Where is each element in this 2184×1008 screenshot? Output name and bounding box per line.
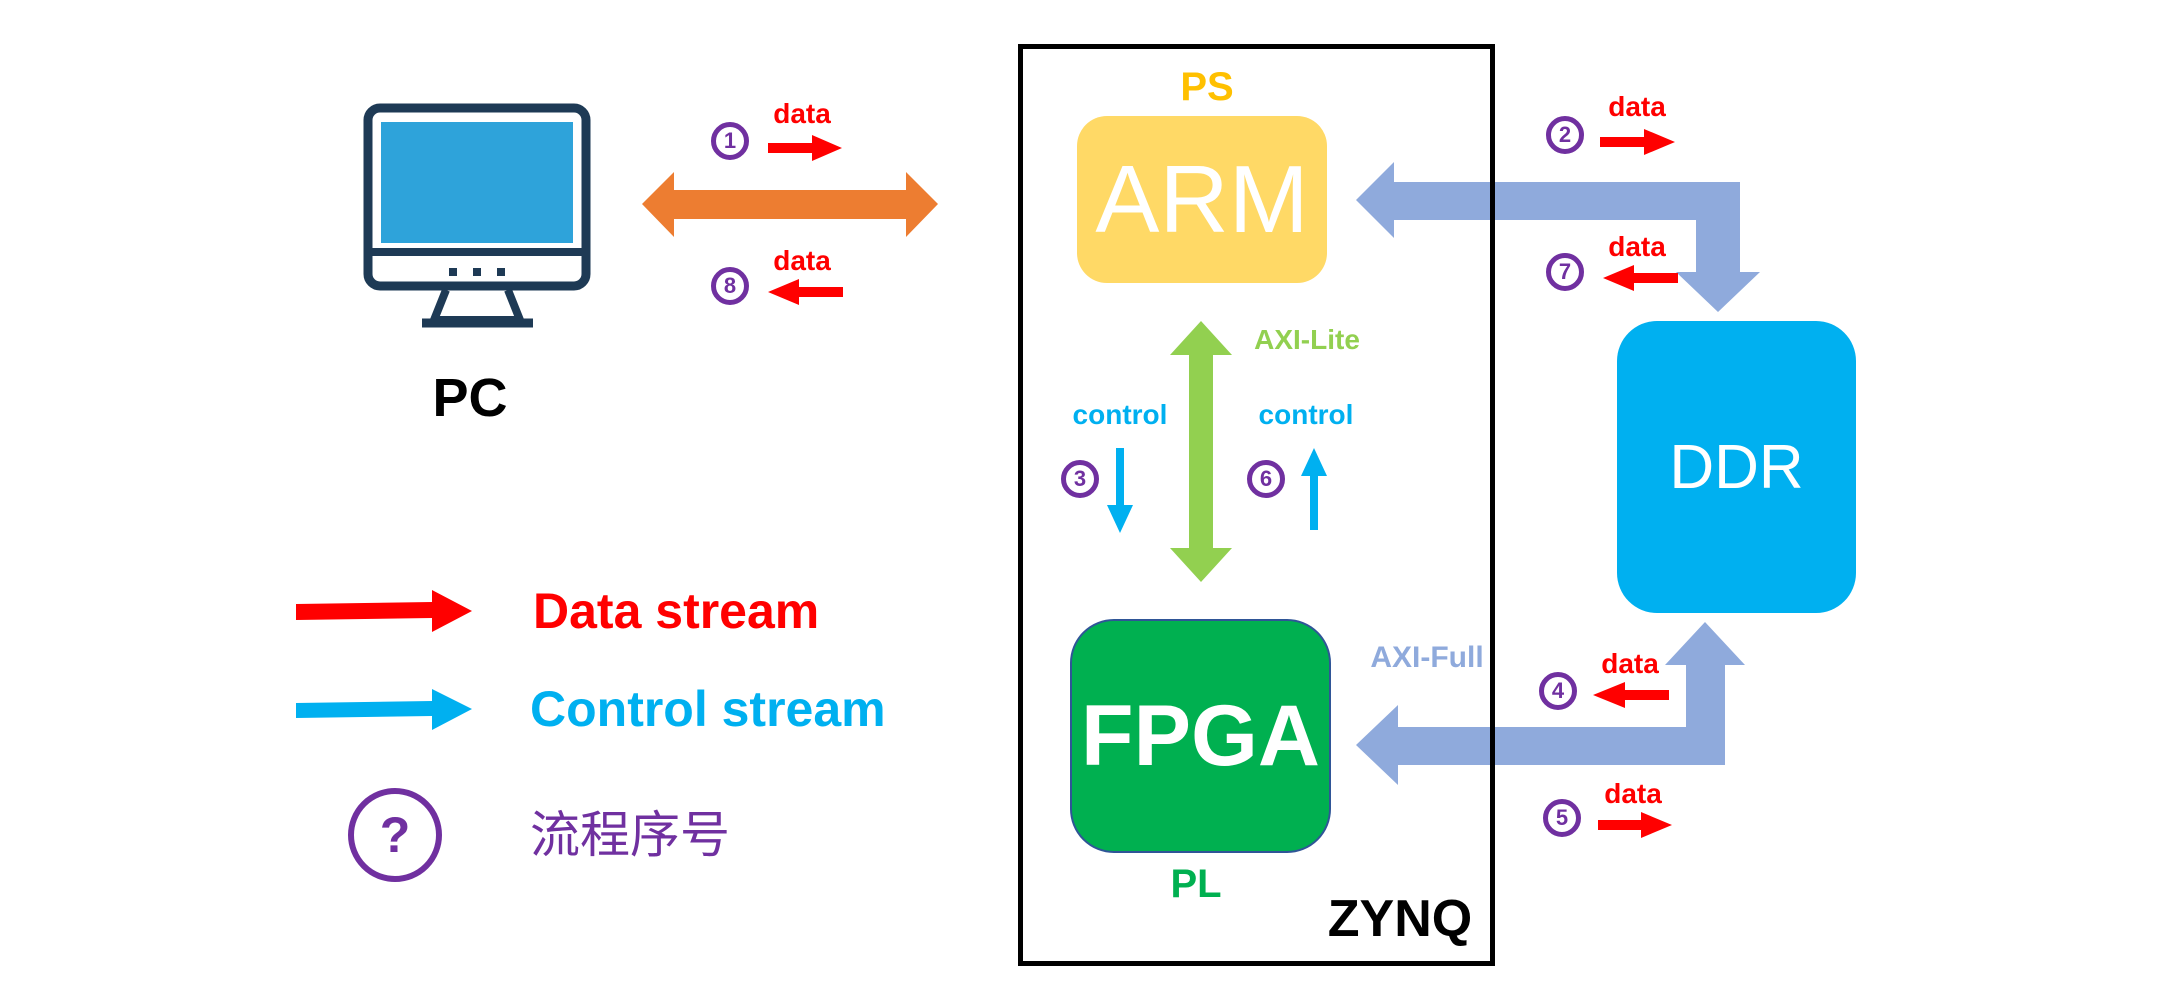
axi-full-bus-arrow xyxy=(1356,622,1745,785)
pc-label: PC xyxy=(432,368,508,428)
axi-lite-label: AXI-Lite xyxy=(1254,324,1360,355)
zynq-label: ZYNQ xyxy=(1327,890,1473,948)
legend-step-number-icon xyxy=(348,788,442,882)
ps-label: PS xyxy=(1180,65,1234,109)
step-8-badge: 8 xyxy=(711,267,749,305)
legend-data-stream-label: Data stream xyxy=(533,583,820,639)
step-4-data-arrow xyxy=(1593,682,1669,708)
pl-label: PL xyxy=(1170,862,1222,906)
legend-step-number-symbol: ? xyxy=(379,807,411,863)
step-2-data-arrow xyxy=(1600,129,1675,155)
step-8-label: data xyxy=(773,245,831,276)
desktop-monitor-icon xyxy=(363,103,591,328)
step-5-label: data xyxy=(1604,778,1662,809)
step-3-control-arrow xyxy=(1107,448,1133,533)
step-4-badge: 4 xyxy=(1539,672,1577,710)
arm-block: ARM xyxy=(1077,116,1327,283)
step-4-label: data xyxy=(1601,648,1659,679)
axi-lite-bus-arrow xyxy=(1170,321,1232,582)
legend-control-stream-label: Control stream xyxy=(530,681,886,737)
step-7-label: data xyxy=(1608,231,1666,262)
legend-control-stream-arrow xyxy=(296,689,472,730)
step-7-data-arrow xyxy=(1603,265,1678,291)
step-6-badge: 6 xyxy=(1247,460,1285,498)
zynq-frame xyxy=(1018,44,1495,966)
step-6-label: control xyxy=(1258,399,1354,430)
step-8-data-arrow xyxy=(768,279,843,305)
axi-full-label: AXI-Full xyxy=(1370,641,1484,674)
step-1-label: data xyxy=(773,98,831,129)
step-1-data-arrow xyxy=(768,135,842,161)
step-2-badge: 2 xyxy=(1546,116,1584,154)
legend-data-stream-arrow xyxy=(296,590,472,632)
step-7-badge: 7 xyxy=(1546,253,1584,291)
step-1-badge: 1 xyxy=(711,122,749,160)
arm-ddr-bus-arrow xyxy=(1356,162,1760,312)
step-5-data-arrow xyxy=(1598,812,1672,838)
fpga-block: FPGA xyxy=(1070,619,1331,853)
step-5-badge: 5 xyxy=(1543,799,1581,837)
step-2-label: data xyxy=(1608,91,1666,122)
legend-step-number-label: 流程序号 xyxy=(530,806,730,864)
ddr-block: DDR xyxy=(1617,321,1856,613)
step-3-label: control xyxy=(1072,399,1168,430)
pc-arm-link-arrow xyxy=(642,172,938,237)
step-3-badge: 3 xyxy=(1061,460,1099,498)
step-6-control-arrow xyxy=(1301,448,1327,530)
